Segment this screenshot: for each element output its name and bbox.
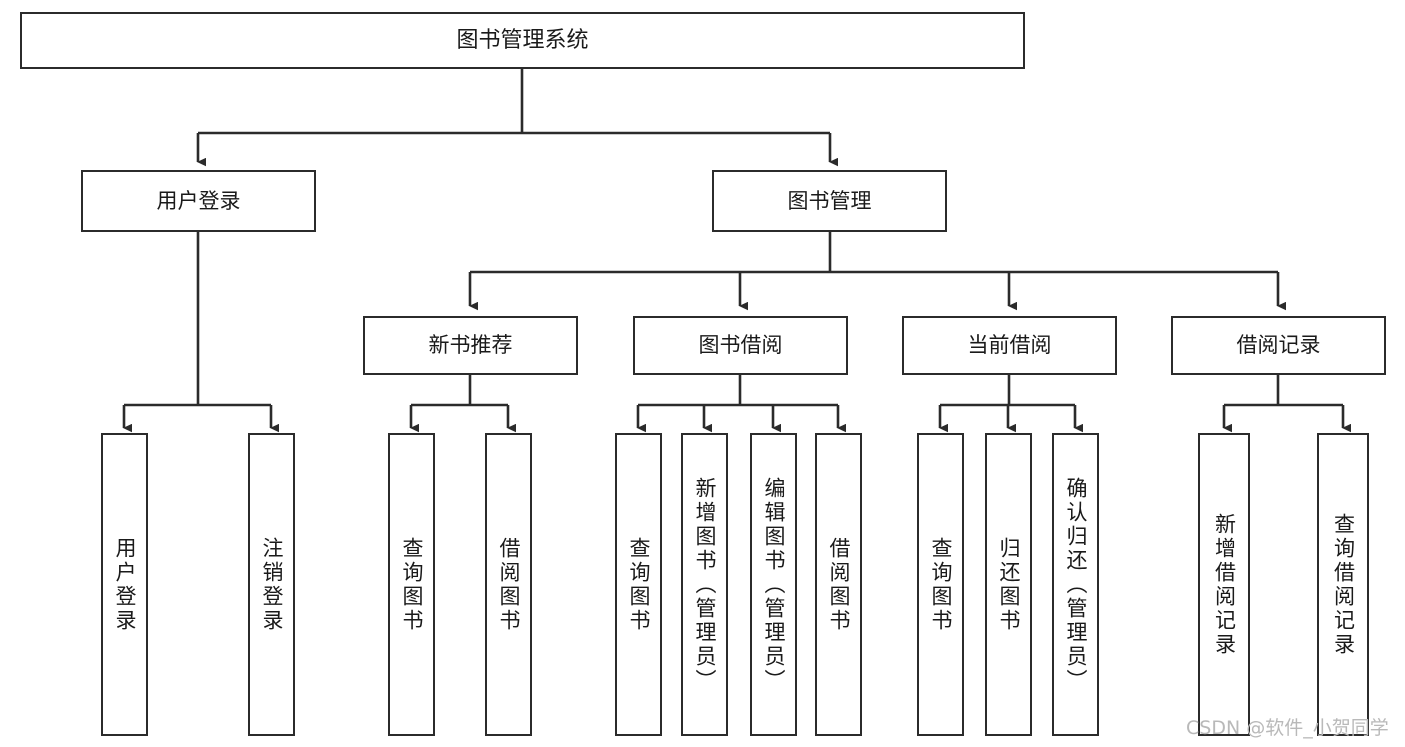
- node-label: 用户登录: [113, 536, 137, 633]
- node-leaf-confirm-return-admin[interactable]: 确认归还（管理员）: [1052, 433, 1099, 736]
- node-label: 借阅记录: [1236, 333, 1321, 358]
- node-label: 编辑图书（管理员）: [762, 476, 786, 693]
- node-label: 查询图书: [400, 536, 424, 633]
- node-leaf-logout[interactable]: 注销登录: [248, 433, 295, 736]
- node-current-borrowing[interactable]: 当前借阅: [902, 316, 1117, 375]
- node-label: 查询图书: [929, 536, 953, 633]
- node-label: 借阅图书: [497, 536, 521, 633]
- node-label: 借阅图书: [827, 536, 851, 633]
- node-label: 查询图书: [627, 536, 651, 633]
- node-label: 图书管理: [787, 188, 872, 213]
- node-user-login[interactable]: 用户登录: [81, 170, 316, 232]
- node-leaf-borrow-books-recommend[interactable]: 借阅图书: [485, 433, 532, 736]
- node-label: 图书借阅: [698, 333, 783, 358]
- node-label: 图书管理系统: [456, 27, 589, 53]
- node-leaf-return-books[interactable]: 归还图书: [985, 433, 1032, 736]
- node-borrowing-records[interactable]: 借阅记录: [1171, 316, 1386, 375]
- node-leaf-query-books-borrowing[interactable]: 查询图书: [615, 433, 662, 736]
- node-new-book-recommendation[interactable]: 新书推荐: [363, 316, 578, 375]
- node-root-book-management-system[interactable]: 图书管理系统: [20, 12, 1025, 69]
- watermark: CSDN @软件_小贺同学: [1186, 717, 1389, 739]
- node-leaf-add-book-admin[interactable]: 新增图书（管理员）: [681, 433, 728, 736]
- node-label: 归还图书: [997, 536, 1021, 633]
- node-book-borrowing[interactable]: 图书借阅: [633, 316, 848, 375]
- node-leaf-query-books-recommend[interactable]: 查询图书: [388, 433, 435, 736]
- node-label: 新书推荐: [428, 333, 513, 358]
- node-label: 新增图书（管理员）: [693, 476, 717, 693]
- node-leaf-add-borrow-record[interactable]: 新增借阅记录: [1198, 433, 1250, 736]
- node-label: 确认归还（管理员）: [1064, 476, 1088, 693]
- node-leaf-query-books-current[interactable]: 查询图书: [917, 433, 964, 736]
- node-label: 注销登录: [260, 536, 284, 633]
- node-leaf-edit-book-admin[interactable]: 编辑图书（管理员）: [750, 433, 797, 736]
- node-label: 用户登录: [156, 188, 241, 213]
- node-label: 新增借阅记录: [1212, 512, 1237, 657]
- node-label: 当前借阅: [967, 333, 1052, 358]
- node-leaf-user-login[interactable]: 用户登录: [101, 433, 148, 736]
- node-leaf-query-borrow-record[interactable]: 查询借阅记录: [1317, 433, 1369, 736]
- node-label: 查询借阅记录: [1331, 512, 1356, 657]
- node-leaf-borrow-books-borrowing[interactable]: 借阅图书: [815, 433, 862, 736]
- node-book-management[interactable]: 图书管理: [712, 170, 947, 232]
